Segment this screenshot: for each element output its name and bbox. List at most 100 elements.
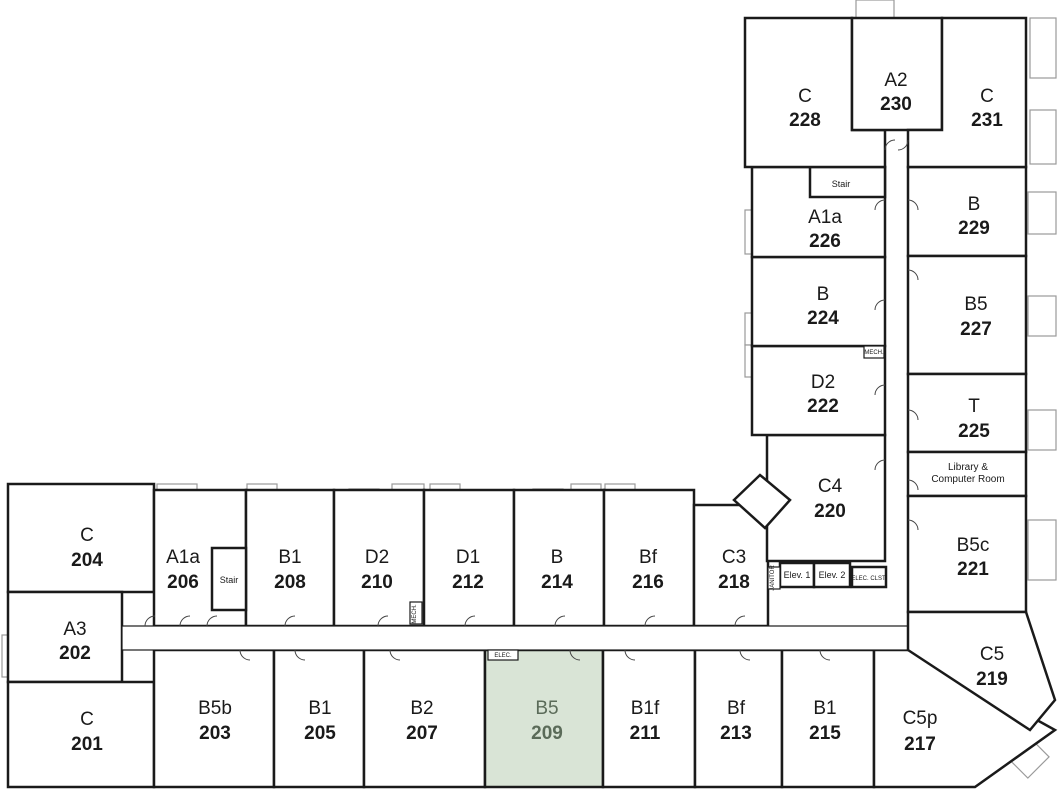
building-walls <box>6 16 1058 789</box>
room-214: B 214 <box>541 547 573 593</box>
room-number: 226 <box>809 231 841 252</box>
room-type: C5p <box>903 708 938 729</box>
room-type: B1 <box>308 698 331 719</box>
elevator-1-label: Elev. 1 <box>784 570 811 580</box>
room-218: C3 218 <box>718 547 750 593</box>
room-229: B 229 <box>958 194 990 239</box>
door-swings <box>144 139 919 661</box>
stair-label-west: Stair <box>220 575 239 585</box>
room-type: A3 <box>63 619 86 640</box>
room-number: 217 <box>904 734 936 755</box>
room-221: B5c 221 <box>957 535 990 580</box>
room-201: C 201 <box>71 709 103 755</box>
room-number: 202 <box>59 643 91 664</box>
room-number: 230 <box>880 94 912 115</box>
room-228: C 228 <box>789 86 821 131</box>
room-number: 227 <box>960 319 992 340</box>
room-222: D2 222 <box>807 372 839 417</box>
room-203: B5b 203 <box>198 698 232 744</box>
room-202: A3 202 <box>59 619 91 664</box>
room-type: C <box>80 709 94 730</box>
room-204: C 204 <box>71 525 103 571</box>
room-230: A2 230 <box>880 70 912 115</box>
library-label-line1: Library & <box>948 462 988 473</box>
room-207: B2 207 <box>406 698 438 744</box>
room-number: 211 <box>630 723 661 744</box>
room-number: 213 <box>720 723 752 744</box>
room-type: B1 <box>813 698 836 719</box>
room-type: B5 <box>964 294 987 315</box>
elec-closet-label: ELEC. CLST. <box>851 576 887 582</box>
mech-label-west: MECH. <box>412 604 418 624</box>
room-225: T 225 <box>958 396 990 442</box>
room-type: B5 <box>535 698 558 719</box>
room-number: 207 <box>406 723 438 744</box>
room-number: 205 <box>304 723 336 744</box>
room-208: B1 208 <box>274 547 306 593</box>
room-type: B2 <box>410 698 433 719</box>
room-number: 221 <box>957 559 989 580</box>
room-210: D2 210 <box>361 547 393 593</box>
mech-label-north: MECH. <box>864 350 884 356</box>
room-number: 214 <box>541 572 573 593</box>
room-216: Bf 216 <box>632 547 664 593</box>
room-type: D2 <box>365 547 389 568</box>
room-215: B1 215 <box>809 698 841 744</box>
room-type: B <box>968 194 981 215</box>
room-224: B 224 <box>807 284 839 329</box>
room-211: B1f 211 <box>630 698 661 744</box>
room-number: 231 <box>971 110 1003 131</box>
room-number: 201 <box>71 734 103 755</box>
room-type: B5b <box>198 698 232 719</box>
room-209: B5 209 <box>531 698 563 744</box>
janitor-label: JANITOR <box>770 565 776 591</box>
room-number: 219 <box>976 669 1008 690</box>
room-type: C4 <box>818 476 843 497</box>
room-number: 209 <box>531 723 563 744</box>
room-type: B1f <box>631 698 660 719</box>
room-226: A1a 226 <box>808 207 842 252</box>
elec-label: ELEC. <box>494 653 512 659</box>
room-type: A2 <box>884 70 907 91</box>
room-type: D1 <box>456 547 480 568</box>
room-type: B <box>817 284 830 305</box>
room-number: 208 <box>274 572 306 593</box>
room-type: C <box>80 525 94 546</box>
room-number: 222 <box>807 396 839 417</box>
room-type: B5c <box>957 535 990 556</box>
room-206: A1a 206 <box>166 547 200 593</box>
room-number: 218 <box>718 572 750 593</box>
room-type: D2 <box>811 372 835 393</box>
room-number: 224 <box>807 308 839 329</box>
room-212: D1 212 <box>452 547 484 593</box>
room-number: 229 <box>958 218 990 239</box>
room-number: 216 <box>632 572 664 593</box>
room-number: 206 <box>167 572 199 593</box>
room-number: 225 <box>958 421 990 442</box>
room-number: 228 <box>789 110 821 131</box>
room-type: B <box>551 547 564 568</box>
room-type: B1 <box>278 547 301 568</box>
room-213: Bf 213 <box>720 698 752 744</box>
room-number: 220 <box>814 501 846 522</box>
library-label-line2: Computer Room <box>931 474 1004 485</box>
room-219: C5 219 <box>976 644 1008 690</box>
room-number: 212 <box>452 572 484 593</box>
room-type: A1a <box>808 207 842 228</box>
room-205: B1 205 <box>304 698 336 744</box>
room-type: C3 <box>722 547 746 568</box>
room-217: C5p 217 <box>903 708 938 755</box>
room-type: A1a <box>166 547 200 568</box>
room-type: Bf <box>639 547 658 568</box>
room-type: C5 <box>980 644 1004 665</box>
room-220: C4 220 <box>814 476 846 522</box>
stair-label-north: Stair <box>832 179 851 189</box>
room-type: T <box>968 396 980 417</box>
room-number: 204 <box>71 550 103 571</box>
room-type: C <box>798 86 812 107</box>
room-231: C 231 <box>971 86 1003 131</box>
room-number: 215 <box>809 723 841 744</box>
room-type: Bf <box>727 698 746 719</box>
room-number: 203 <box>199 723 231 744</box>
